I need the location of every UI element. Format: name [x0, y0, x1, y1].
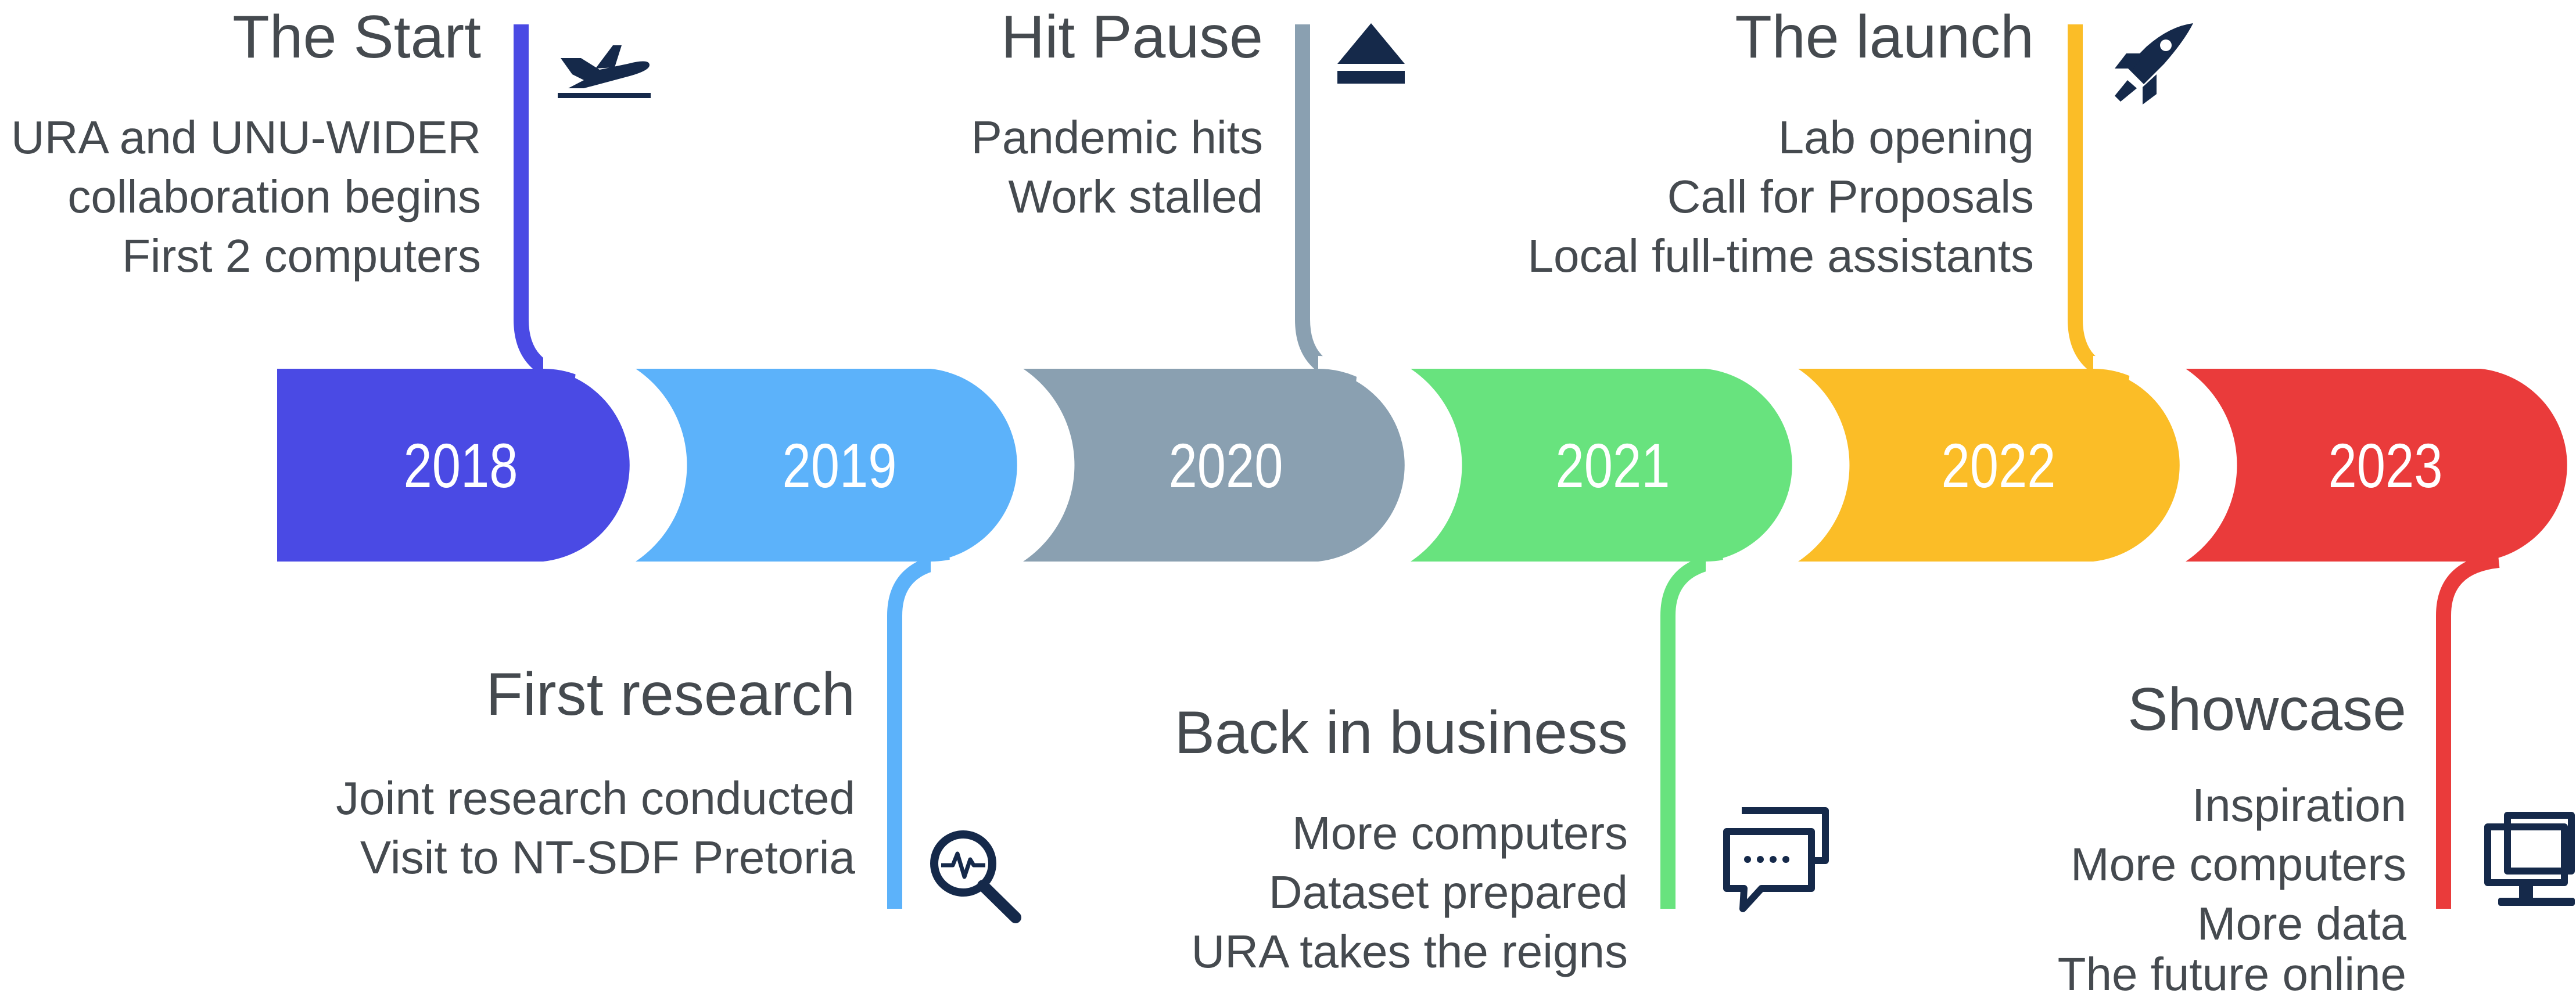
milestone-line: Joint research conducted	[336, 772, 855, 824]
milestone-title-2021: Back in business	[1174, 699, 1628, 767]
segment-2018	[277, 369, 630, 562]
milestone-line: Work stalled	[1008, 171, 1263, 222]
magnifier-pulse-icon	[930, 830, 1021, 923]
year-label-2021: 2021	[1555, 430, 1670, 501]
milestone-line: Pandemic hits	[971, 111, 1263, 163]
connector-2022	[2068, 24, 2130, 385]
milestone-line: More data	[2197, 898, 2406, 949]
milestone-title-2023: Showcase	[2127, 676, 2406, 743]
milestone-line: Dataset prepared	[1268, 866, 1628, 918]
year-label-2019: 2019	[782, 430, 897, 501]
milestone-title-2020: Hit Pause	[1001, 3, 1263, 71]
milestone-title-2018: The Start	[232, 3, 481, 71]
milestone-line: The future online	[2057, 948, 2406, 1000]
year-label-2018: 2018	[403, 430, 518, 501]
segment-2023	[2186, 369, 2567, 562]
connector-2018	[514, 24, 576, 385]
milestone-line: More computers	[2071, 839, 2406, 890]
monitor-icon	[2484, 812, 2575, 906]
milestone-line: Inspiration	[2191, 779, 2406, 831]
milestone-line: Lab opening	[1778, 111, 2034, 163]
milestone-line: Local full-time assistants	[1527, 230, 2034, 282]
year-label-2020: 2020	[1168, 430, 1283, 501]
milestone-line: collaboration begins	[67, 171, 481, 222]
eject-icon	[1337, 23, 1405, 84]
year-label-2022: 2022	[1941, 430, 2056, 501]
segment-2020	[1023, 369, 1405, 562]
segment-2022	[1798, 369, 2180, 562]
milestone-line: Call for Proposals	[1667, 171, 2034, 222]
milestone-title-2019: First research	[486, 661, 855, 728]
segment-separators	[543, 356, 2202, 574]
milestone-line: URA takes the reigns	[1191, 926, 1628, 977]
connector-2023	[2436, 553, 2500, 909]
connector-2019	[887, 553, 951, 909]
milestone-line: First 2 computers	[122, 230, 481, 282]
segment-2019	[636, 369, 1017, 562]
airplane-takeoff-icon	[558, 45, 651, 98]
milestone-line: Visit to NT-SDF Pretoria	[360, 832, 855, 883]
milestone-title-2022: The launch	[1735, 3, 2034, 71]
rocket-icon	[2115, 23, 2193, 105]
year-label-2023: 2023	[2328, 430, 2443, 501]
milestone-line: More computers	[1292, 807, 1628, 859]
connector-2021	[1660, 553, 1724, 909]
chat-bubbles-icon	[1723, 807, 1829, 912]
milestone-line: URA and UNU-WIDER	[10, 111, 481, 163]
segment-2021	[1411, 369, 1792, 562]
